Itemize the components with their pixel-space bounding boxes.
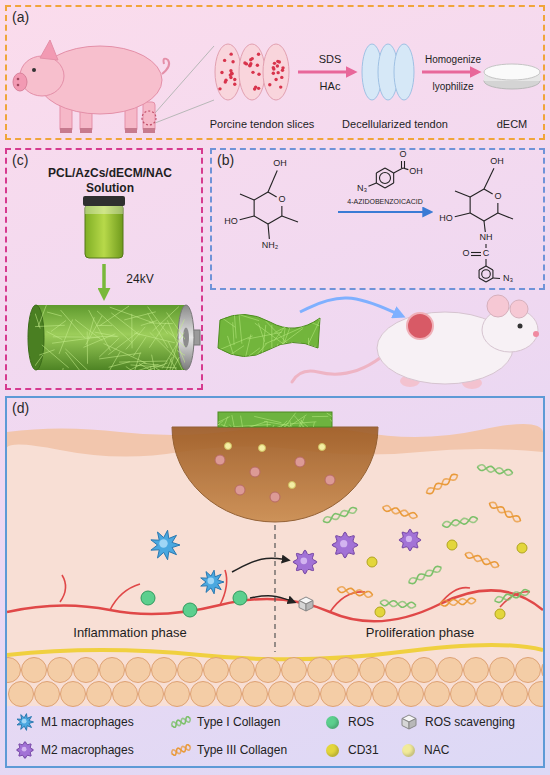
tendon-slice bbox=[263, 44, 289, 100]
panel-frame: (d) bbox=[5, 396, 545, 768]
legend-item: ROS scavenging bbox=[398, 712, 515, 732]
atom-label: O bbox=[494, 192, 501, 202]
arrow bbox=[298, 71, 354, 74]
atom-label: OH bbox=[409, 167, 423, 177]
atom-label: NH bbox=[480, 233, 493, 243]
legend-text: M1 macrophages bbox=[41, 715, 134, 729]
decellularized-slices bbox=[362, 44, 414, 100]
mouse-figure bbox=[292, 295, 539, 389]
legend-item: M2 macrophages bbox=[14, 740, 134, 760]
legend-icon bbox=[170, 740, 192, 760]
tendon-slice bbox=[239, 44, 265, 100]
legend-item: M1 macrophages bbox=[14, 712, 134, 732]
caption: dECM bbox=[497, 118, 528, 130]
atom-label: OH bbox=[490, 157, 504, 167]
panel-letter: (c) bbox=[7, 150, 33, 170]
solution-label: Solution bbox=[86, 182, 134, 195]
atom-label: O bbox=[462, 249, 469, 259]
legend-text: M2 macrophages bbox=[41, 743, 134, 757]
atom-label: HO bbox=[439, 214, 453, 224]
atom-label: O bbox=[399, 150, 406, 160]
legend-icon bbox=[398, 712, 420, 732]
fibres bbox=[35, 305, 185, 370]
voltage-label: 24kV bbox=[126, 273, 153, 286]
fibres bbox=[218, 413, 332, 427]
legend-text: NAC bbox=[424, 743, 449, 757]
legend-swatch bbox=[326, 744, 339, 757]
solution-label: PCL/AzCs/dECM/NAC bbox=[48, 167, 172, 180]
arrow bbox=[338, 211, 430, 213]
atom-label: OH bbox=[273, 159, 287, 169]
legend-item: ROS bbox=[322, 712, 374, 732]
caption: Decellularized tendon bbox=[342, 118, 448, 130]
legend-icon bbox=[14, 740, 36, 760]
legend-swatch bbox=[326, 716, 339, 729]
skin-section bbox=[7, 412, 543, 706]
caption: Porcine tendon slices bbox=[210, 118, 315, 130]
fibres bbox=[192, 309, 341, 385]
legend-item: NAC bbox=[398, 740, 449, 760]
step-label: SDS bbox=[319, 53, 342, 65]
reagent-name: 4-AZIDOBENZOICACID bbox=[347, 198, 422, 206]
step-label: lyophilize bbox=[432, 81, 473, 92]
fat-cells bbox=[7, 658, 543, 707]
tendon-slice bbox=[215, 44, 241, 100]
legend-item: Type I Collagen bbox=[170, 712, 280, 732]
legend-swatch bbox=[402, 744, 415, 757]
atom-label: C bbox=[483, 249, 490, 259]
legend-text: Type III Collagen bbox=[197, 743, 287, 757]
arrow bbox=[250, 596, 294, 602]
phase-label: Inflammation phase bbox=[73, 626, 186, 640]
legend-icon bbox=[14, 712, 36, 732]
legend-item: Type III Collagen bbox=[170, 740, 287, 760]
atom-label: N₃ bbox=[357, 184, 367, 194]
legend-text: Type I Collagen bbox=[197, 715, 280, 729]
legend-text: CD31 bbox=[348, 743, 379, 757]
panel-letter: (d) bbox=[7, 398, 34, 418]
atom-label: HO bbox=[224, 217, 238, 227]
step-label: HAc bbox=[320, 80, 341, 92]
decm-disc bbox=[484, 64, 540, 89]
legend-text: ROS scavenging bbox=[425, 715, 515, 729]
panel-letter: (a) bbox=[7, 7, 34, 27]
arrow bbox=[102, 264, 106, 297]
panel-letter: (b) bbox=[212, 150, 239, 170]
step-label: Homogenize bbox=[425, 54, 481, 65]
phase-label: Proliferation phase bbox=[366, 626, 474, 640]
pig-figure bbox=[13, 40, 214, 133]
electrospinning-setup bbox=[28, 196, 200, 370]
atom-label: O bbox=[278, 195, 285, 205]
atom-label: N₃ bbox=[503, 274, 513, 284]
legend-icon bbox=[170, 712, 192, 732]
cells bbox=[141, 464, 530, 619]
panel-frame: (b) bbox=[210, 148, 545, 290]
arrow bbox=[300, 298, 402, 316]
legend-text: ROS bbox=[348, 715, 374, 729]
chemical-structure bbox=[240, 161, 513, 282]
arrow bbox=[232, 558, 288, 572]
atom-label: NH₂ bbox=[262, 241, 279, 251]
arrow bbox=[422, 71, 478, 74]
legend-item: CD31 bbox=[322, 740, 379, 760]
scaffold-mat bbox=[218, 314, 320, 356]
